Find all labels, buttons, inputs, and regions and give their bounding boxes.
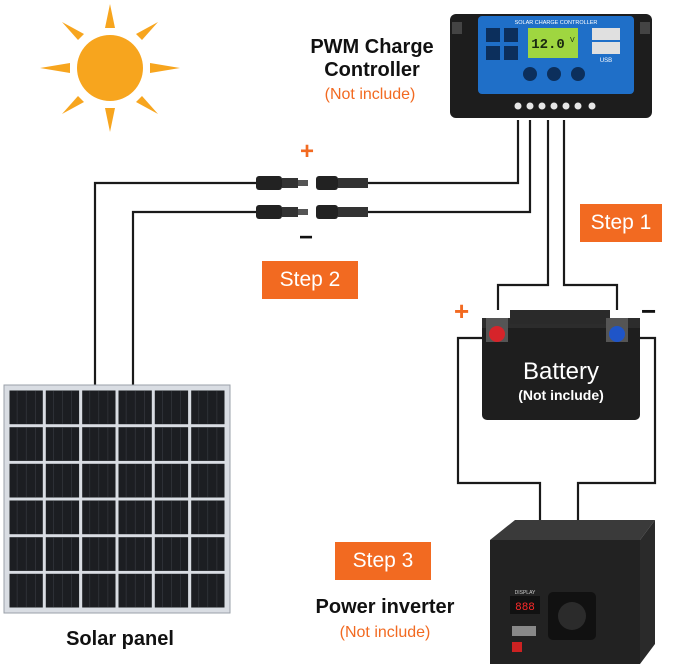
battery-icon (482, 310, 640, 420)
charge-controller-icon: SOLAR CHARGE CONTROLLER 12.0 V USB (450, 14, 652, 118)
wires (93, 120, 657, 540)
solar-panel-icon (3, 384, 231, 614)
inverter-display-label: DISPLAY (515, 590, 536, 596)
controller-lcd-value: 12.0 (531, 37, 565, 53)
solar-panel-title: Solar panel (66, 628, 174, 650)
connector-positive-sign: + (300, 138, 315, 165)
controller-lcd-unit: V (570, 37, 575, 44)
wire-solar-negative (131, 210, 258, 385)
battery-negative-sign: − (641, 296, 657, 326)
step3-badge: Step 3 (335, 542, 431, 580)
controller-note: (Not include) (324, 86, 416, 103)
wire-controller-to-battery-positive (496, 120, 550, 310)
controller-panel-text: SOLAR CHARGE CONTROLLER (515, 20, 598, 26)
controller-title-line1: PWM Charge (310, 36, 434, 58)
step1-badge: Step 1 (580, 204, 662, 242)
power-inverter-icon: DISPLAY 888 (490, 520, 655, 664)
battery-positive-sign: + (454, 296, 470, 326)
controller-title-line2: Controller (324, 59, 420, 81)
mc4-connector-icon (256, 176, 368, 219)
wire-solar-positive (93, 181, 258, 385)
wire-controller-to-battery-negative (562, 120, 619, 310)
wire-battery-positive-to-inverter (456, 336, 542, 540)
sun-icon (40, 4, 180, 132)
wire-pv-positive-to-controller (367, 120, 520, 185)
inverter-title: Power inverter (315, 596, 455, 618)
wire-pv-negative-to-controller (367, 120, 532, 214)
battery-note: (Not include) (518, 387, 604, 403)
controller-usb-label: USB (600, 58, 612, 64)
inverter-note: (Not include) (339, 624, 431, 641)
connector-negative-sign: − (299, 224, 314, 251)
controller-title: PWM Charge Controller (288, 36, 456, 82)
step2-badge: Step 2 (262, 261, 358, 299)
wire-battery-negative-to-inverter (576, 336, 657, 540)
battery-title: Battery (522, 358, 600, 385)
inverter-display-value: 888 (515, 602, 535, 614)
